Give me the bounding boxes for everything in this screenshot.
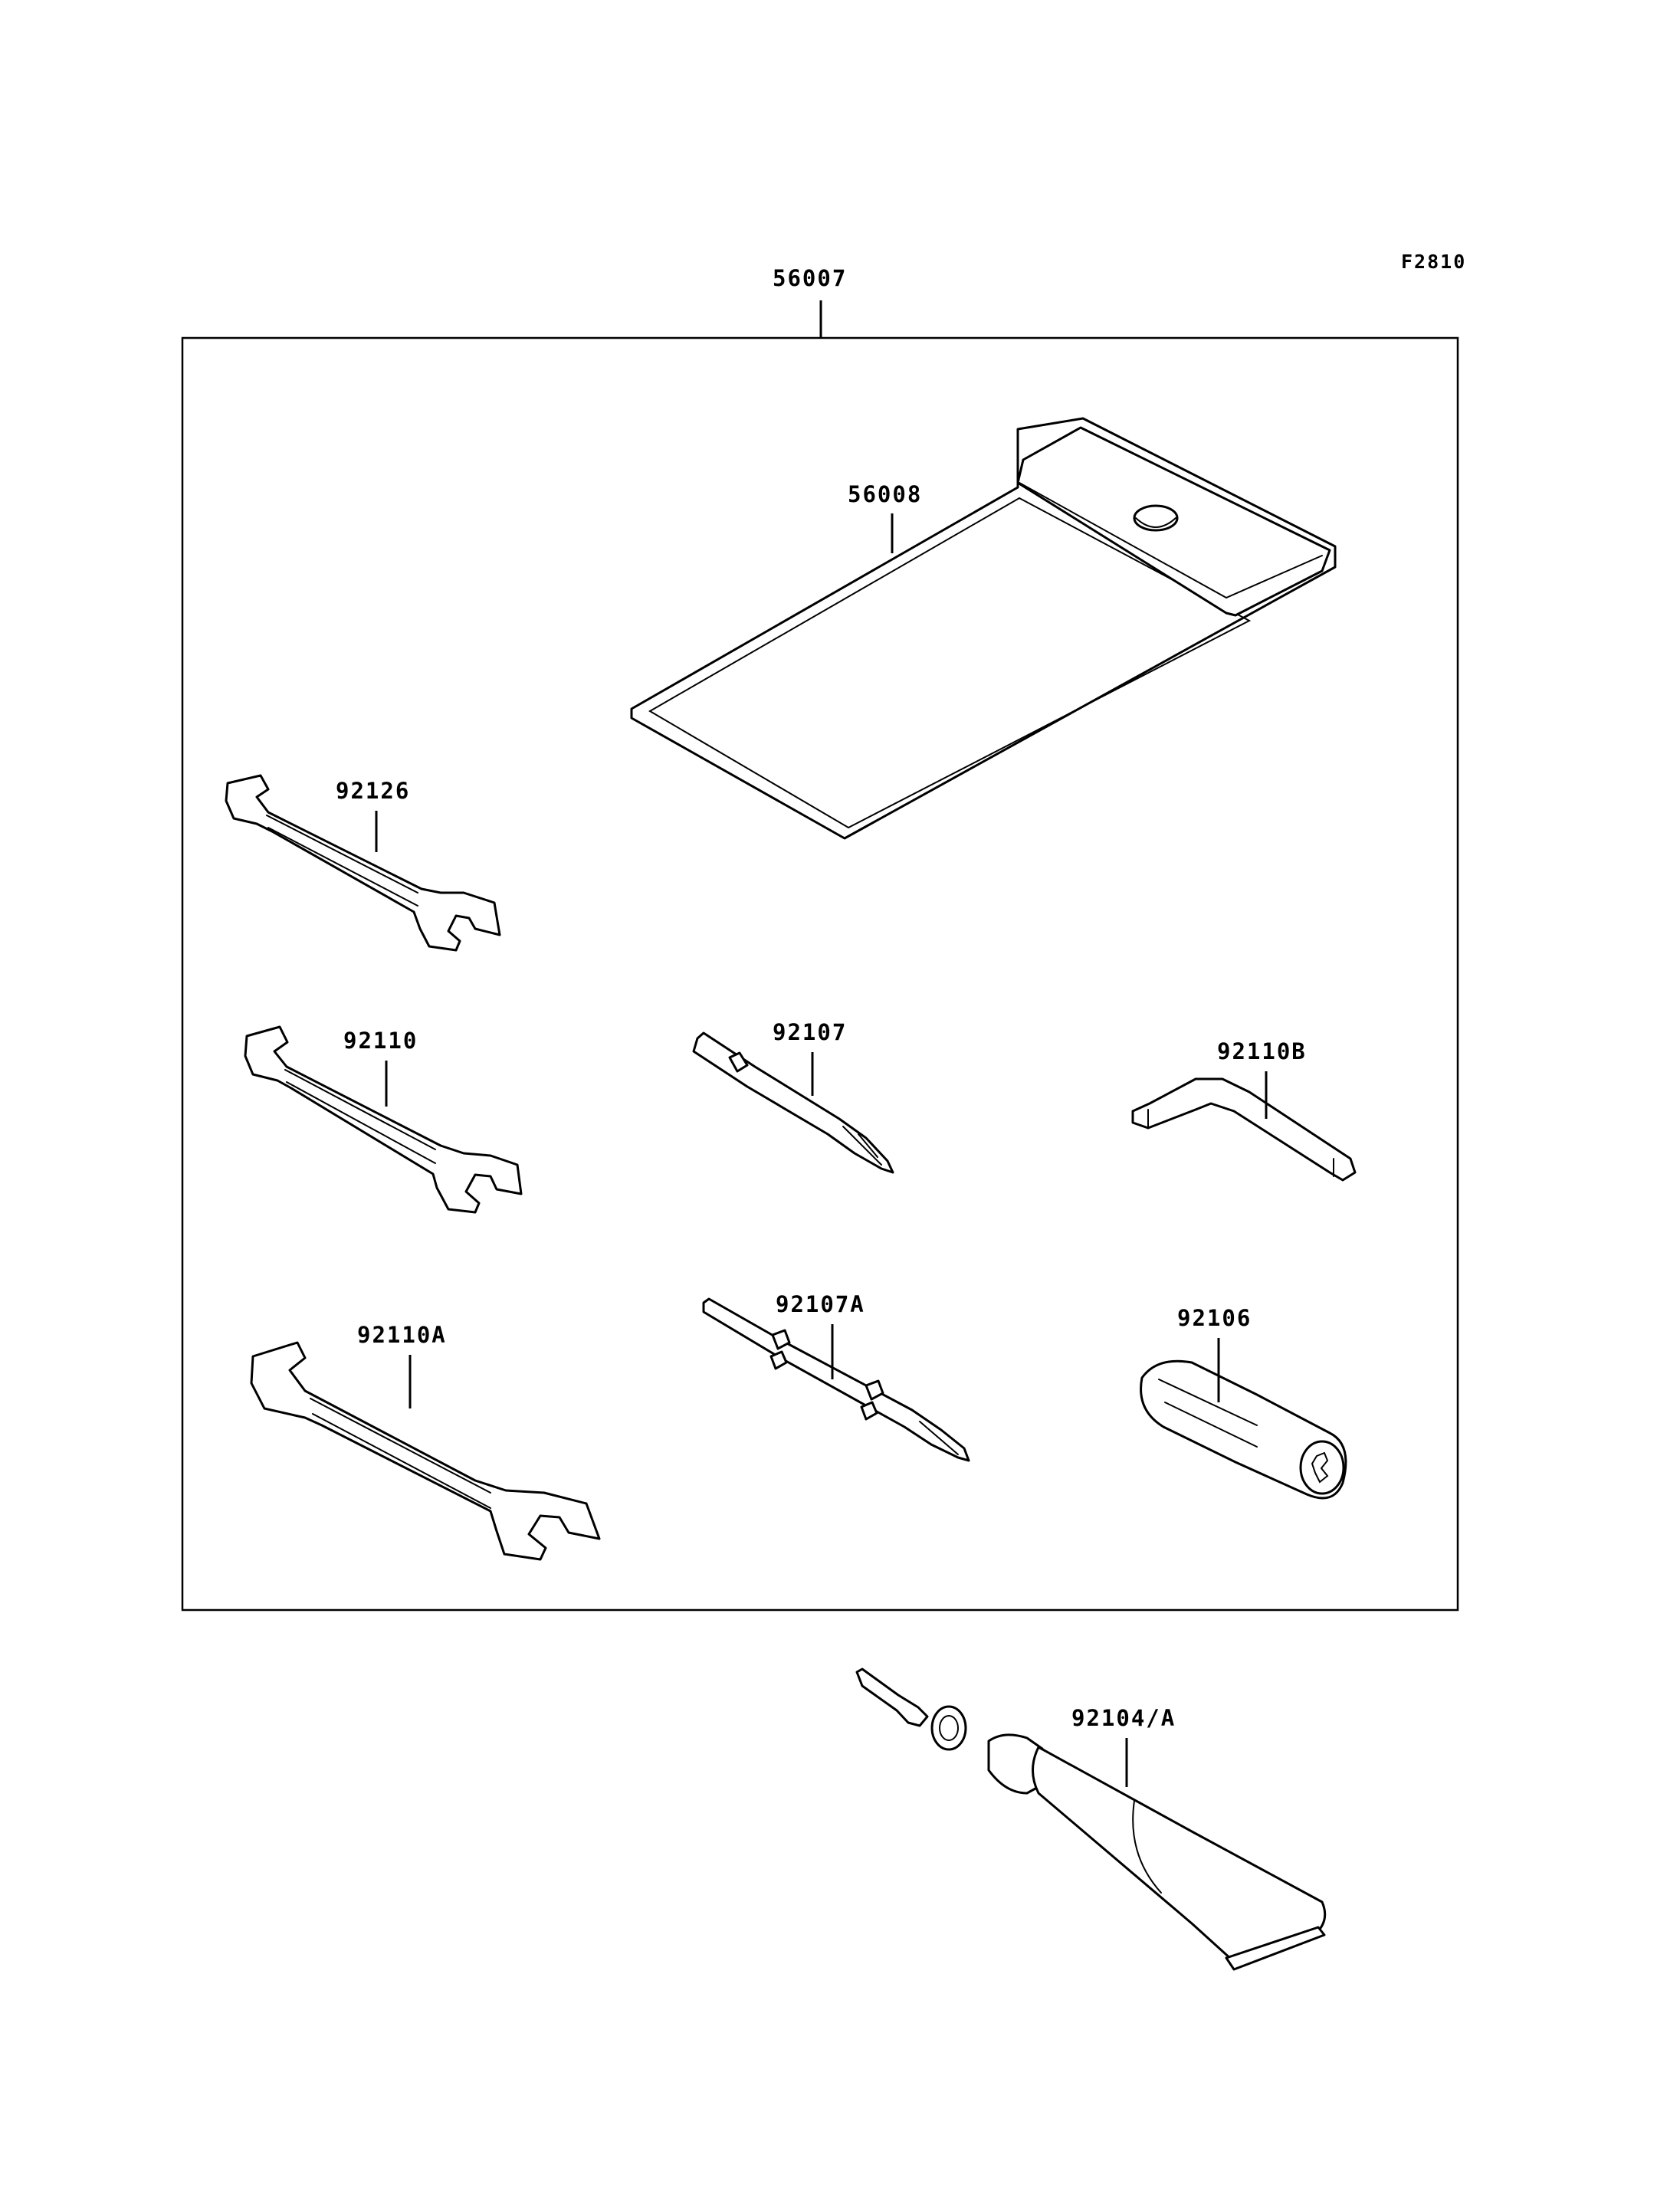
grease-tube-part-number[interactable]: 92104/A	[1071, 1705, 1176, 1731]
handle-92106-drawing[interactable]	[1140, 1359, 1347, 1500]
handle-part-number[interactable]: 92106	[1177, 1305, 1252, 1331]
wrench-92110A-drawing[interactable]	[250, 1341, 601, 1561]
wrench-92110-drawing[interactable]	[244, 1025, 523, 1214]
wrench-92126-part-number[interactable]: 92126	[336, 778, 410, 804]
hex-key-part-number[interactable]: 92110B	[1217, 1038, 1307, 1064]
wrench-92110-part-number[interactable]: 92110	[343, 1028, 418, 1054]
wrench-92126-drawing[interactable]	[225, 774, 501, 952]
wrench-92110A-part-number[interactable]: 92110A	[357, 1322, 447, 1348]
tool-pouch-drawing[interactable]	[630, 417, 1337, 840]
tool-kit-frame	[181, 336, 1459, 1612]
screwdriver-bit-92107-drawing[interactable]	[692, 1031, 894, 1174]
hex-key-92110B-drawing[interactable]	[1131, 1077, 1357, 1182]
screwdriver-bit-part-number[interactable]: 92107	[773, 1019, 847, 1045]
pouch-part-number[interactable]: 56008	[848, 481, 922, 507]
screwdriver-double-part-number[interactable]: 92107A	[776, 1291, 865, 1317]
screwdriver-double-92107A-drawing[interactable]	[702, 1297, 970, 1462]
grease-tube-92104A-drawing[interactable]	[855, 1667, 1327, 1971]
figure-code: F2810	[1401, 251, 1466, 273]
assembly-part-number[interactable]: 56007	[773, 265, 847, 291]
